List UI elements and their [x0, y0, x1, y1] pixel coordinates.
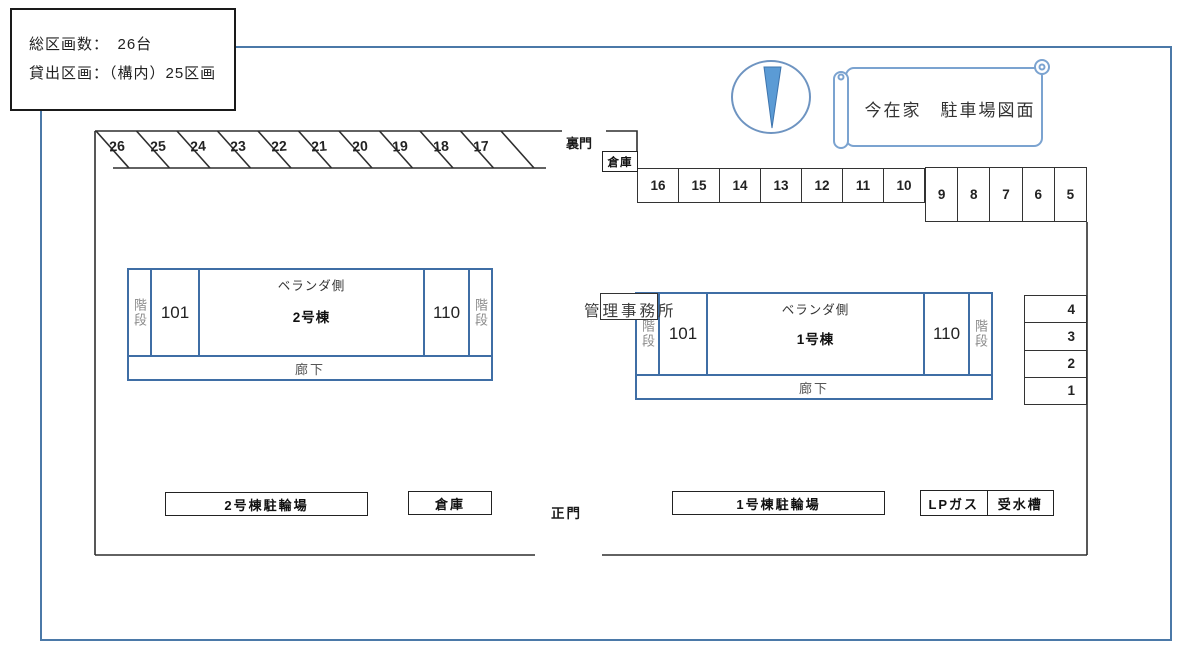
- parking-space-26: 26: [108, 137, 126, 155]
- total-spaces-label: 総区画数： 26台: [29, 36, 153, 53]
- building-2-body: ベランダ側 2号棟: [200, 270, 423, 355]
- building-2-stairs-right: 階段: [468, 270, 491, 355]
- parking-space-15: 15: [678, 169, 719, 202]
- building-2: 階段 101 ベランダ側 2号棟 110 階段 廊下: [127, 268, 493, 381]
- parking-space-6: 6: [1021, 168, 1054, 221]
- utility-box: LPガス 受水槽: [920, 490, 1054, 516]
- parking-space-17: 17: [472, 137, 490, 155]
- parking-space-4: 4: [1067, 301, 1075, 317]
- summary-box: 総区画数： 26台 貸出区画：（構内）25区画: [10, 8, 236, 111]
- building-2-upper: 階段 101 ベランダ側 2号棟 110 階段: [129, 270, 491, 355]
- building-2-name: 2号棟: [292, 309, 331, 325]
- management-office-label: 管理事務所: [584, 303, 677, 320]
- stairs-label: 階段: [640, 319, 655, 349]
- stairs-label: 階段: [973, 319, 988, 349]
- parking-space-10: 10: [883, 169, 924, 202]
- warehouse-top-box: 倉庫: [602, 151, 638, 172]
- building-1-stairs-left: 階段: [637, 294, 660, 374]
- back-gate-label: 裏門: [564, 133, 595, 152]
- management-office-box: [600, 293, 658, 320]
- stairs-label: 階段: [473, 297, 488, 328]
- building-2-corridor: 廊下: [129, 355, 491, 379]
- parking-space-19: 19: [391, 137, 409, 155]
- parking-space-23: 23: [229, 137, 247, 155]
- parking-row-9-5: 9 8 7 6 5: [925, 167, 1087, 222]
- parking-space-9: 9: [937, 187, 946, 202]
- building-2-unit-110: 110: [423, 270, 468, 355]
- building-1-upper: 階段 101 ベランダ側 1号棟 110 階段: [637, 294, 991, 374]
- parking-space-25: 25: [149, 137, 167, 155]
- parking-space-3: 3: [1025, 322, 1086, 349]
- building-1-unit-101: 101: [660, 294, 708, 374]
- stairs-label: 階段: [132, 297, 147, 328]
- building-2-bicycle-parking: 2号棟駐輪場: [165, 492, 368, 516]
- building-2-unit-101: 101: [152, 270, 200, 355]
- building-1-body: ベランダ側 1号棟: [708, 294, 923, 374]
- building-1-corridor: 廊下: [637, 374, 991, 398]
- building-1-name: 1号棟: [796, 331, 835, 347]
- parking-row-16-10: 16 15 14 13 12 11 10: [637, 168, 925, 203]
- parking-space-1: 1: [1025, 376, 1086, 404]
- parking-space-2: 2: [1025, 349, 1086, 377]
- warehouse-bottom-box: 倉庫: [408, 491, 492, 515]
- building-1-veranda-label: ベランダ側: [781, 303, 850, 317]
- building-1-bicycle-parking: 1号棟駐輪場: [672, 491, 885, 515]
- parking-space-21: 21: [310, 137, 328, 155]
- main-gate-label: 正門: [549, 502, 584, 522]
- compass-north-icon: [731, 60, 811, 134]
- parking-space-12: 12: [801, 169, 842, 202]
- parking-space-13: 13: [760, 169, 801, 202]
- lp-gas-label: LPガス: [928, 496, 980, 512]
- parking-space-14: 14: [719, 169, 760, 202]
- parking-space-22: 22: [270, 137, 288, 155]
- parking-space-16: 16: [650, 178, 666, 193]
- water-tank-label: 受水槽: [986, 491, 1054, 515]
- parking-space-20: 20: [351, 137, 369, 155]
- page-border: [40, 46, 1172, 641]
- parking-space-18: 18: [432, 137, 450, 155]
- parking-space-7: 7: [989, 168, 1021, 221]
- building-2-veranda-label: ベランダ側: [277, 279, 346, 293]
- building-1-unit-110: 110: [923, 294, 968, 374]
- building-1: 階段 101 ベランダ側 1号棟 110 階段 廊下: [635, 292, 993, 400]
- rental-spaces-label: 貸出区画：（構内）25区画: [29, 65, 217, 82]
- parking-space-8: 8: [957, 168, 989, 221]
- map-title: 今在家 駐車場図面: [864, 101, 1036, 120]
- title-scroll-banner: [833, 59, 1050, 149]
- parking-space-24: 24: [189, 137, 207, 155]
- parking-space-5: 5: [1053, 168, 1086, 221]
- building-1-stairs-right: 階段: [968, 294, 991, 374]
- parking-column-4-1: 4 3 2 1: [1024, 295, 1087, 405]
- building-2-stairs-left: 階段: [129, 270, 152, 355]
- parking-space-11: 11: [842, 169, 883, 202]
